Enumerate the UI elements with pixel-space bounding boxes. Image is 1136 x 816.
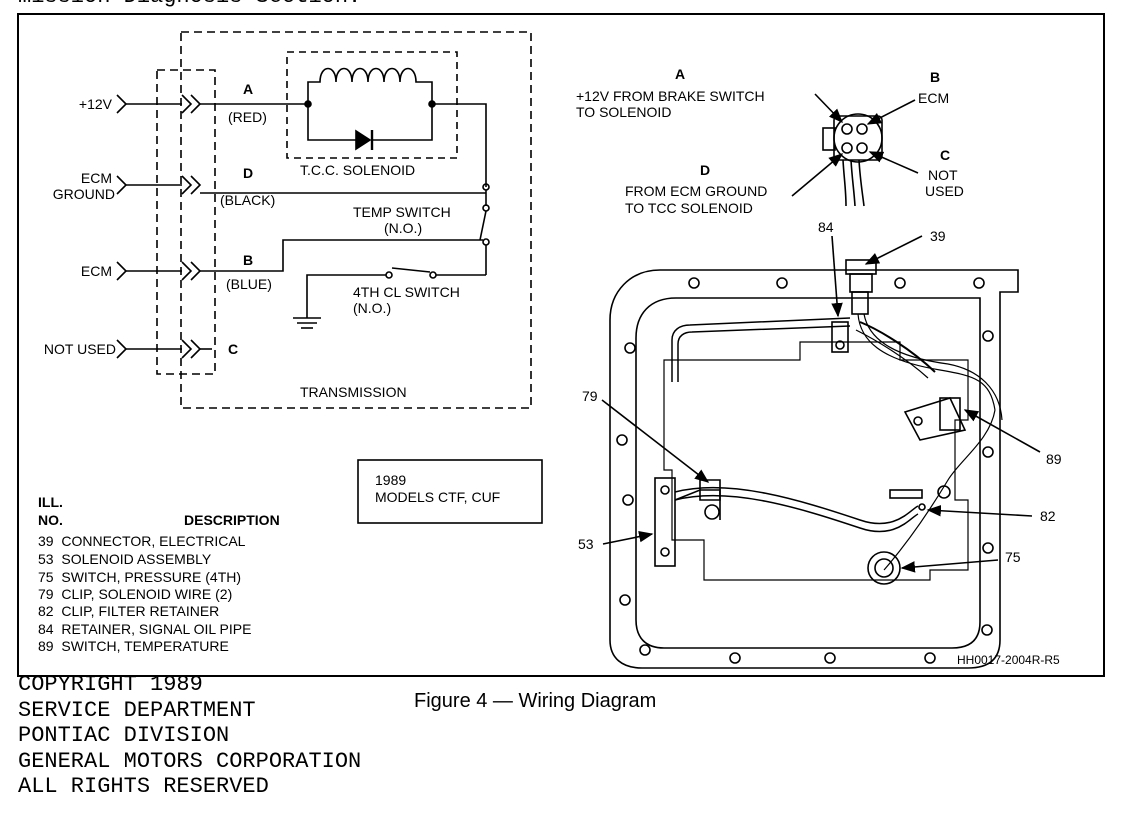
legend-item: 82 CLIP, FILTER RETAINER xyxy=(38,603,219,619)
pin-b-color: (BLUE) xyxy=(226,276,272,292)
diode-icon xyxy=(355,129,372,151)
connector-outline xyxy=(156,69,216,375)
input-plus12v: +12V xyxy=(79,96,113,112)
pin-d: D xyxy=(243,165,253,181)
pin-b: B xyxy=(243,252,253,268)
conn-d-line2: TO TCC SOLENOID xyxy=(625,200,753,216)
ground-icon xyxy=(293,317,321,329)
transmission-outline xyxy=(180,31,532,409)
solenoid-coil xyxy=(307,67,433,104)
conn-b-text: ECM xyxy=(918,90,949,106)
legend-item: 89 SWITCH, TEMPERATURE xyxy=(38,638,229,654)
copyright-line: SERVICE DEPARTMENT xyxy=(18,697,256,723)
figure-caption: Figure 4 — Wiring Diagram xyxy=(414,690,657,712)
copyright-line: COPYRIGHT 1989 xyxy=(18,672,203,697)
solenoid-outline xyxy=(286,51,458,159)
models-line1: 1989 xyxy=(375,472,406,488)
connector-detail xyxy=(791,93,919,207)
pin-d-color: (BLACK) xyxy=(220,192,275,208)
connector-chevrons xyxy=(181,94,202,359)
pin-a: A xyxy=(243,81,253,97)
temp-switch-label-1: TEMP SWITCH xyxy=(353,204,451,220)
input-ecm-ground-line1: ECM xyxy=(81,170,112,186)
cl-switch-icon xyxy=(391,267,431,273)
figure-frame xyxy=(17,13,1105,677)
conn-c-line2: USED xyxy=(925,183,964,199)
cl-switch-label-1: 4TH CL SWITCH xyxy=(353,284,460,300)
models-box xyxy=(357,459,543,524)
temp-switch-icon xyxy=(479,210,487,241)
copyright-line: ALL RIGHTS RESERVED xyxy=(18,774,269,799)
conn-a-line2: TO SOLENOID xyxy=(576,104,671,120)
callout-39: 39 xyxy=(930,228,946,244)
cl-switch-label-2: (N.O.) xyxy=(353,300,391,316)
part-code: HH0017-2004R-R5 xyxy=(957,653,1060,667)
callout-82: 82 xyxy=(1040,508,1056,524)
conn-b-letter: B xyxy=(930,69,940,85)
conn-c-letter: C xyxy=(940,147,950,163)
transmission-label: TRANSMISSION xyxy=(300,384,407,400)
input-not-used: NOT USED xyxy=(44,341,116,357)
callout-53: 53 xyxy=(578,536,594,552)
legend-header-ill-2: NO. xyxy=(38,512,63,528)
copyright-line: PONTIAC DIVISION xyxy=(18,723,230,748)
conn-c-line1: NOT xyxy=(928,167,958,183)
input-ecm-ground-line2: GROUND xyxy=(53,186,115,202)
legend-item: 79 CLIP, SOLENOID WIRE (2) xyxy=(38,586,232,602)
input-chevrons xyxy=(116,94,128,359)
conn-d-letter: D xyxy=(700,162,710,178)
conn-a-line1: +12V FROM BRAKE SWITCH xyxy=(576,88,765,104)
copyright-block: COPYRIGHT 1989 SERVICE DEPARTMENT PONTIA… xyxy=(18,672,361,800)
legend-header-ill-1: ILL. xyxy=(38,494,63,510)
callout-84: 84 xyxy=(818,219,834,235)
callout-89: 89 xyxy=(1046,451,1062,467)
temp-switch-label-2: (N.O.) xyxy=(384,220,422,236)
transmission-pan xyxy=(601,235,1041,669)
callout-75: 75 xyxy=(1005,549,1021,565)
input-ecm: ECM xyxy=(81,263,112,279)
schematic xyxy=(116,31,532,409)
pin-c: C xyxy=(228,341,238,357)
conn-a-letter: A xyxy=(675,66,685,82)
legend-item: 84 RETAINER, SIGNAL OIL PIPE xyxy=(38,621,251,637)
callout-79: 79 xyxy=(582,388,598,404)
legend-item: 39 CONNECTOR, ELECTRICAL xyxy=(38,533,246,549)
copyright-line: GENERAL MOTORS CORPORATION xyxy=(18,748,362,774)
conn-d-line1: FROM ECM GROUND xyxy=(625,183,767,199)
models-line2: MODELS CTF, CUF xyxy=(375,489,500,505)
legend-item: 75 SWITCH, PRESSURE (4TH) xyxy=(38,569,241,585)
pin-a-color: (RED) xyxy=(228,109,267,125)
legend-header-desc: DESCRIPTION xyxy=(184,512,280,528)
solenoid-label: T.C.C. SOLENOID xyxy=(300,162,415,178)
legend-item: 53 SOLENOID ASSEMBLY xyxy=(38,551,212,567)
header-fragment: mission Diagnosis Section. xyxy=(18,0,361,9)
